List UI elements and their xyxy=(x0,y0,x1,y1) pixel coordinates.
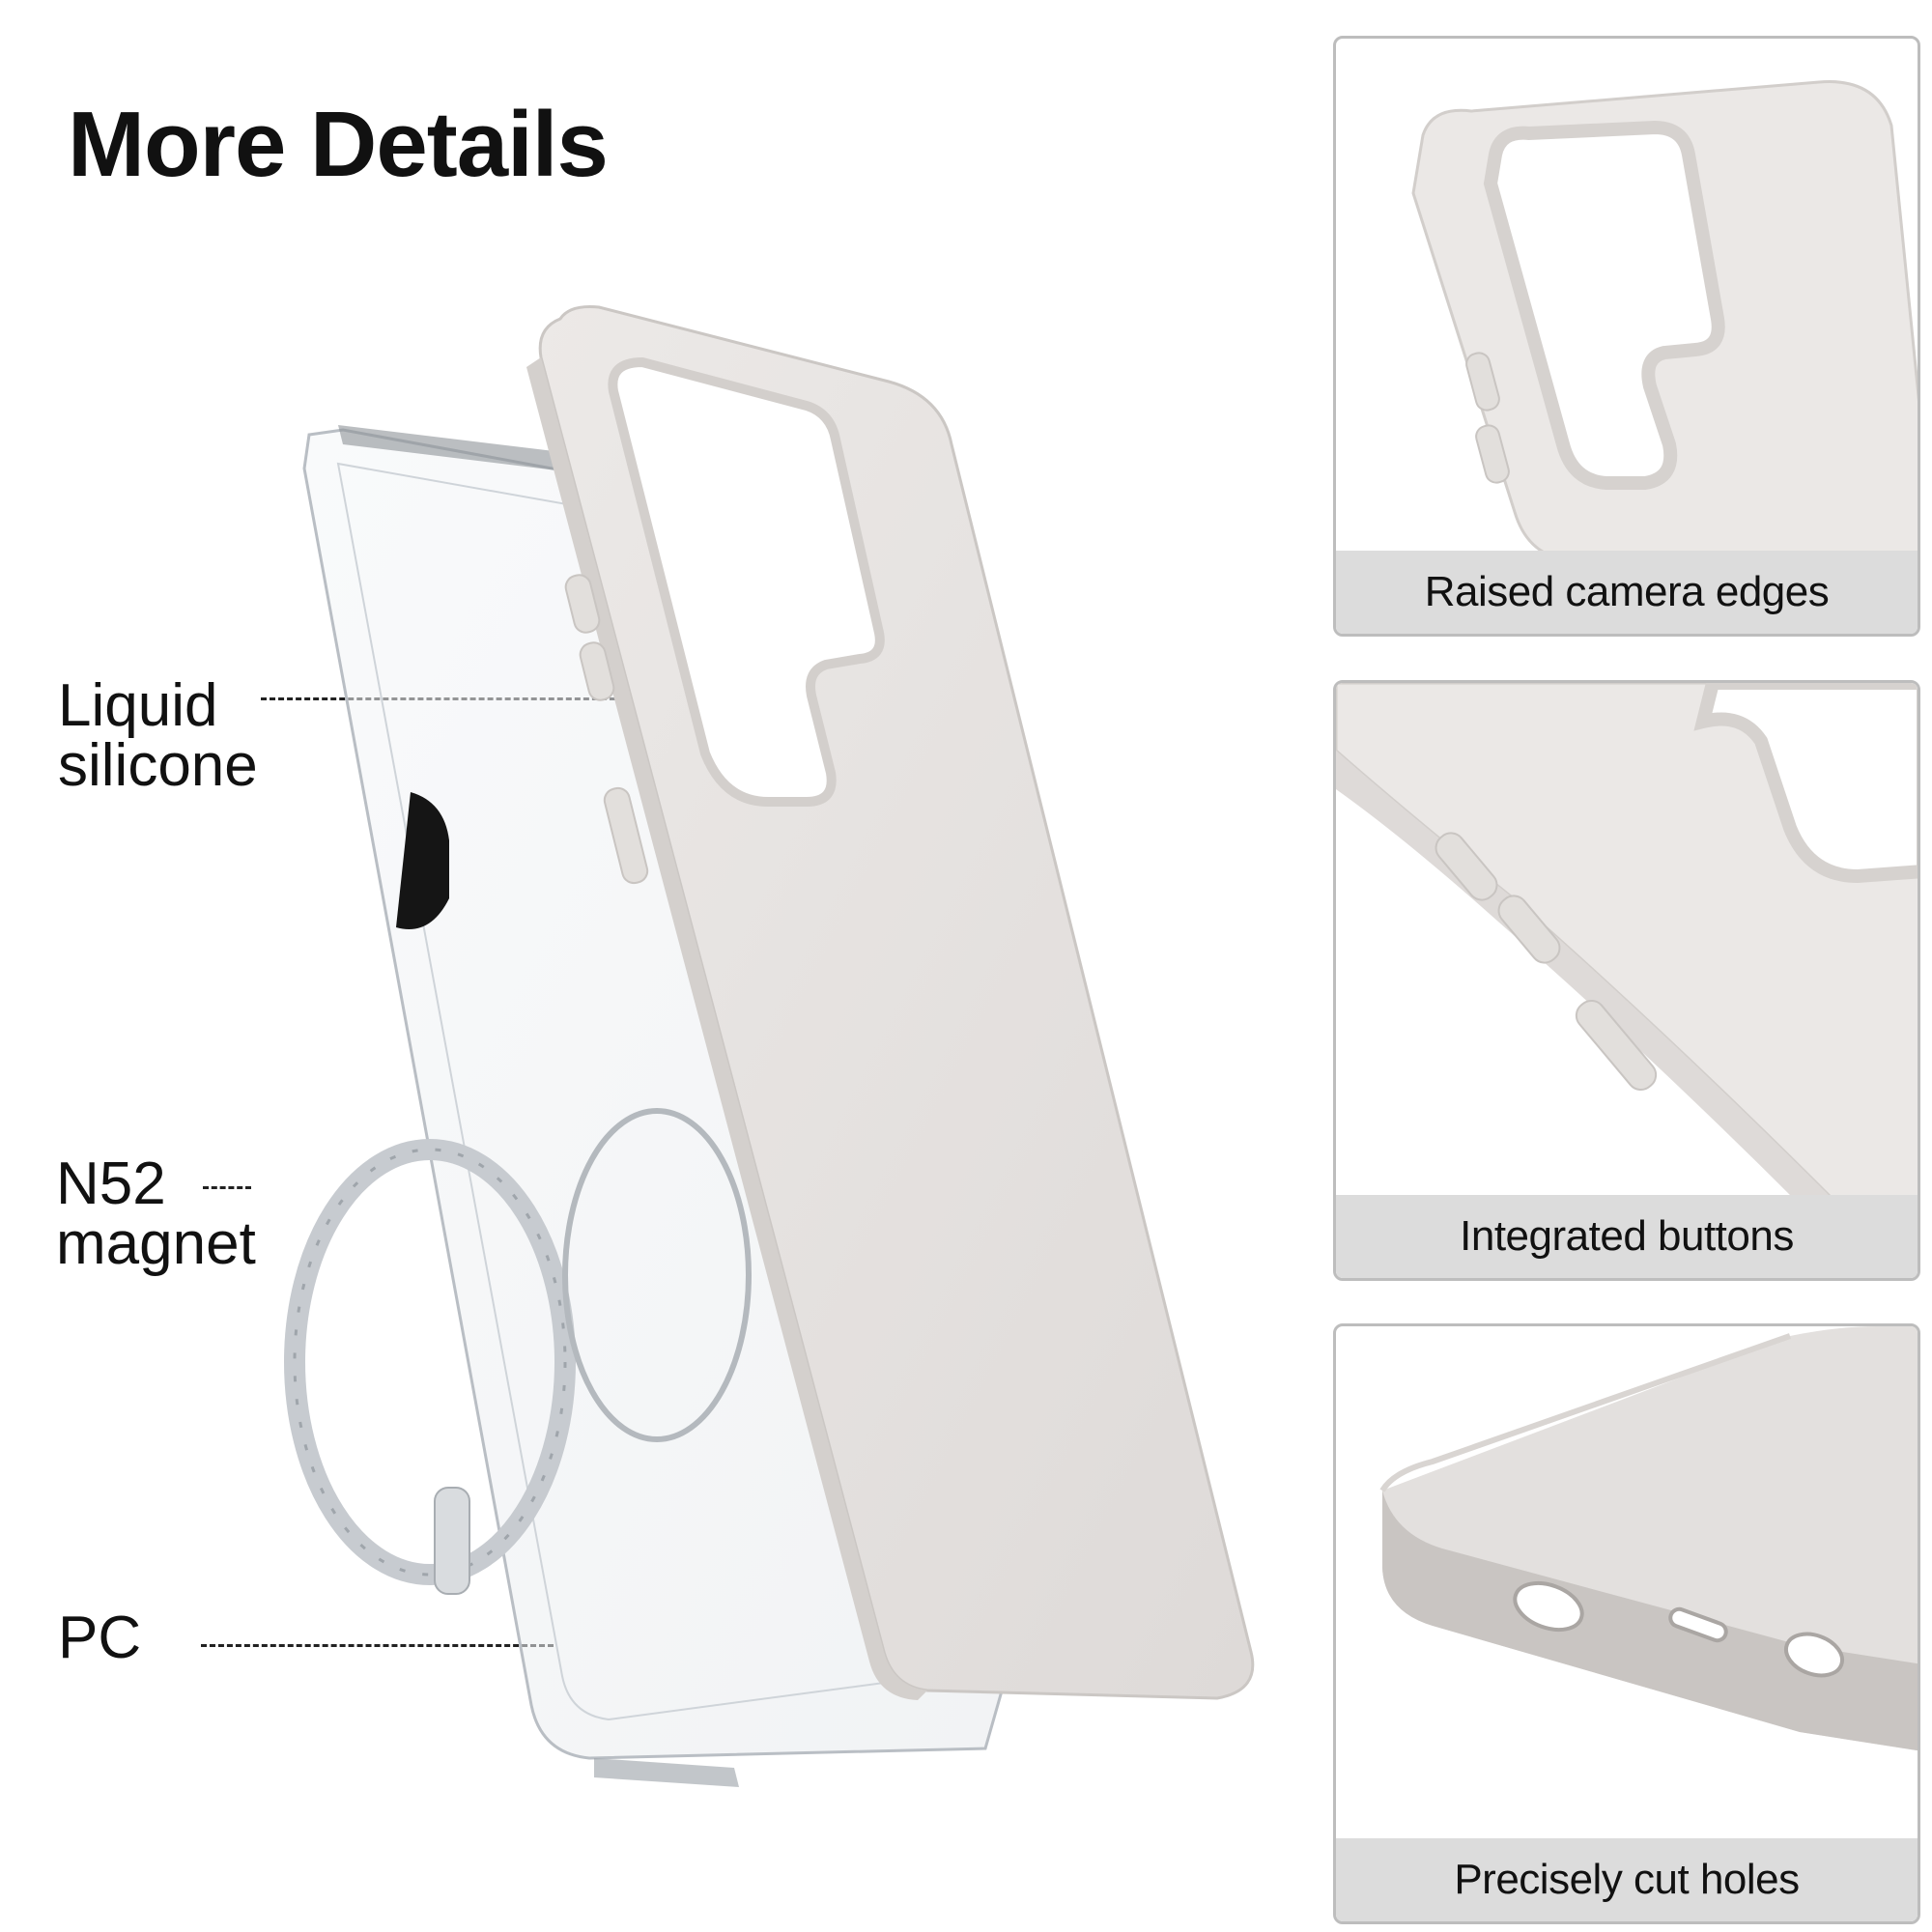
caption-bar: Raised camera edges xyxy=(1336,551,1918,634)
callout-line: Liquid xyxy=(58,672,218,739)
callout-line: silicone xyxy=(58,732,258,799)
page-title: More Details xyxy=(68,93,609,196)
callout-liquid-silicone: Liquid silicone xyxy=(58,676,258,796)
caption-raised-camera-edges: Raised camera edges xyxy=(1424,568,1830,615)
detail-panel-integrated-buttons: Integrated buttons xyxy=(1333,680,1920,1281)
callout-line: magnet xyxy=(56,1210,256,1277)
liquid-silicone-case xyxy=(526,305,1255,1700)
bottom-ports-closeup-image xyxy=(1379,1326,1918,1751)
leader-line-magnet xyxy=(203,1186,251,1189)
caption-precisely-cut-holes: Precisely cut holes xyxy=(1454,1856,1800,1903)
caption-bar: Integrated buttons xyxy=(1336,1195,1918,1278)
camera-edge-closeup-image xyxy=(1411,80,1918,560)
leader-line-pc xyxy=(201,1644,554,1647)
exploded-case-illustration xyxy=(284,305,1255,1787)
magnet-ring xyxy=(284,1139,576,1595)
callout-line: PC xyxy=(58,1605,142,1671)
side-buttons-closeup-image xyxy=(1336,683,1918,1205)
detail-panel-cut-holes: Precisely cut holes xyxy=(1333,1323,1920,1924)
callout-n52-magnet: N52 magnet xyxy=(56,1154,256,1274)
ring-imprint xyxy=(562,1108,752,1442)
caption-bar: Precisely cut holes xyxy=(1336,1838,1918,1921)
detail-panel-camera-edges: Raised camera edges xyxy=(1333,36,1920,637)
callout-line: N52 xyxy=(56,1151,166,1217)
callout-pc: PC xyxy=(58,1608,141,1668)
caption-integrated-buttons: Integrated buttons xyxy=(1460,1212,1794,1260)
